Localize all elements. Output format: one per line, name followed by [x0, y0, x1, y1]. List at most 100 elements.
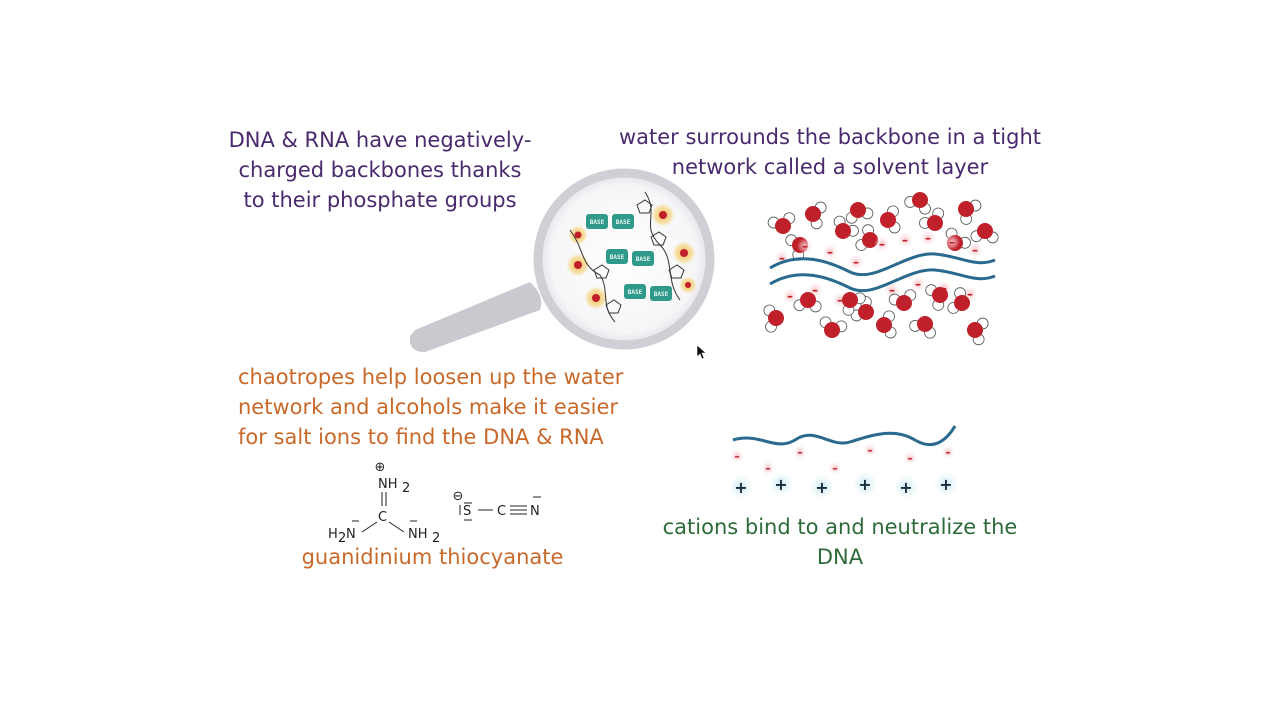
svg-text:–: – — [827, 245, 833, 259]
svg-text:–: – — [832, 462, 838, 475]
water-molecule — [888, 289, 917, 311]
svg-text:–: – — [972, 243, 978, 257]
svg-text:+: + — [774, 475, 787, 494]
cation: + — [728, 474, 754, 500]
magnifier-icon — [409, 168, 715, 352]
svg-text:–: – — [915, 277, 921, 291]
cation: + — [933, 471, 959, 497]
water-molecule — [819, 316, 848, 338]
negative-charge: – — [897, 232, 913, 248]
compound-name: guanidinium thiocyanate — [301, 545, 564, 569]
sulfur-atom: S — [463, 504, 471, 519]
dna-strand-solvated — [769, 252, 996, 293]
subscript-2: 2 — [402, 481, 410, 496]
water-molecule — [842, 292, 866, 316]
cation: + — [809, 474, 835, 500]
svg-text:–: – — [779, 251, 785, 265]
dna-strand-neutralized — [732, 425, 957, 447]
negative-charge: – — [828, 461, 842, 475]
water-molecule — [967, 317, 989, 346]
svg-text:–: – — [765, 462, 771, 475]
negative-charge: – — [920, 230, 936, 246]
svg-text:–: – — [802, 239, 808, 253]
svg-text:–: – — [902, 233, 908, 247]
phosphate-groups — [566, 203, 697, 310]
cation-ions: + + + + + + — [728, 471, 959, 500]
negative-charge: – — [941, 445, 955, 459]
negative-charge: – — [903, 451, 917, 465]
backbone-caption: DNA & RNA have negatively-charged backbo… — [228, 128, 532, 212]
svg-text:–: – — [734, 450, 740, 463]
svg-text:–: – — [941, 281, 947, 295]
svg-text:–: – — [889, 283, 895, 297]
base-label: BASE — [616, 219, 631, 226]
water-caption: water surrounds the backbone in a tight … — [618, 125, 1042, 179]
negative-charge: – — [793, 445, 807, 459]
n-left: N — [346, 527, 356, 542]
subscript-2: 2 — [338, 531, 346, 546]
cation: + — [852, 471, 878, 497]
water-molecule — [767, 212, 796, 234]
water-molecules-top — [767, 192, 999, 261]
negative-charge: – — [910, 276, 926, 292]
water-molecule — [925, 284, 948, 311]
svg-text:+: + — [899, 478, 912, 497]
negative-charge: – — [782, 288, 798, 304]
water-molecule — [904, 192, 931, 215]
svg-text:–: – — [945, 446, 951, 459]
svg-text:–: – — [907, 452, 913, 465]
water-molecule — [876, 310, 897, 339]
svg-text:–: – — [925, 231, 931, 245]
negative-charge: – — [874, 236, 890, 252]
svg-text:–: – — [797, 446, 803, 459]
svg-text:+: + — [734, 478, 747, 497]
svg-text:–: – — [949, 235, 955, 249]
base-label: BASE — [590, 219, 605, 226]
negative-charge: – — [822, 244, 838, 260]
water-molecule — [805, 201, 827, 230]
dna-negative-charges: – – – – – – – — [730, 443, 955, 475]
base-label: BASE — [654, 291, 669, 298]
water-molecule — [919, 207, 945, 231]
h2n-left: H — [328, 527, 338, 542]
subscript-2: 2 — [432, 531, 440, 546]
svg-text:–: – — [879, 237, 885, 251]
svg-text:–: – — [787, 289, 793, 303]
chaotropes-caption: chaotropes help loosen up the water netw… — [238, 365, 624, 449]
negative-charge: – — [848, 254, 864, 270]
negative-charge: – — [730, 449, 744, 463]
svg-text:–: – — [853, 255, 859, 269]
positive-charge-icon: ⊕ — [375, 460, 386, 475]
water-molecule — [880, 205, 901, 234]
carbon-atom: C — [497, 504, 506, 519]
base-label: BASE — [636, 256, 651, 263]
water-molecule — [958, 199, 982, 225]
negative-charge: – — [863, 443, 877, 457]
negative-charge-icon: ⊖ — [453, 489, 464, 504]
svg-text:–: – — [837, 293, 843, 307]
svg-text:+: + — [939, 475, 952, 494]
guanidinium-thiocyanate-structure: ⊕ NH 2 C H 2 N NH 2 ⊖ S C N — [328, 460, 541, 546]
water-molecule — [909, 316, 936, 339]
svg-text:–: – — [812, 283, 818, 297]
svg-text:–: – — [867, 444, 873, 457]
cation: + — [893, 474, 919, 500]
svg-text:+: + — [858, 475, 871, 494]
base-blocks: BASE BASE BASE BASE BASE BASE — [586, 214, 672, 301]
water-molecule — [970, 223, 999, 244]
negative-charge: – — [761, 461, 775, 475]
water-molecule — [947, 287, 970, 314]
backbone-charges: ––––––––––––––––– — [774, 230, 983, 312]
water-molecule — [845, 202, 874, 224]
negative-charge: – — [797, 238, 813, 254]
mouse-cursor-icon — [696, 344, 707, 360]
svg-text:–: – — [967, 287, 973, 301]
base-label: BASE — [610, 254, 625, 261]
negative-charge: – — [967, 242, 983, 258]
cation: + — [768, 471, 794, 497]
dna-backbone-closeup: BASE BASE BASE BASE BASE BASE — [566, 191, 697, 323]
water-molecule — [850, 296, 874, 322]
cations-caption: cations bind to and neutralize the DNA — [662, 515, 1018, 569]
nitrogen-atom: N — [530, 504, 540, 519]
